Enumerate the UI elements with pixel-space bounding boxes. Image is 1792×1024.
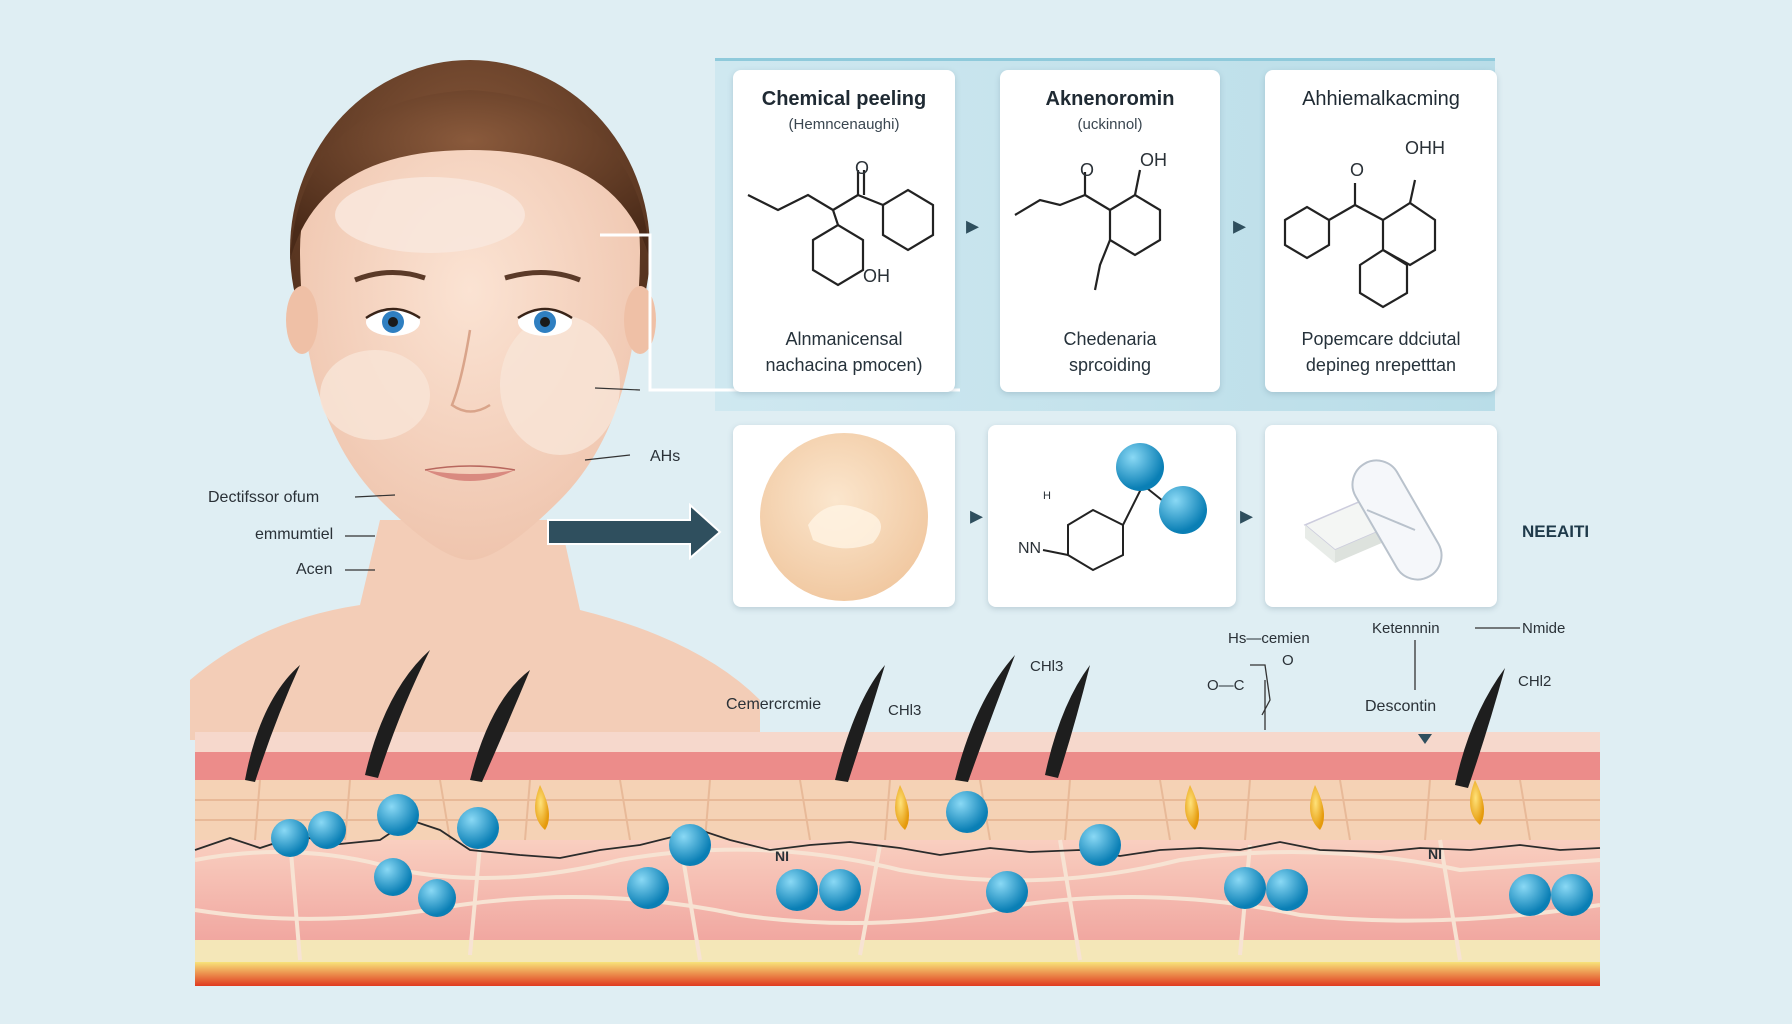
label-ch3-a: CHl3 [888,702,922,719]
label-o-c: O—C [1207,677,1245,694]
label-ch2: CHl2 [1518,673,1552,690]
label-face-1: Dectifssor ofum [208,489,320,506]
panel-molecule-spheres: NN H [988,425,1236,607]
molecule-label-h: H [1043,490,1051,502]
panel-ahhiemalkacming: Ahhiemalkacming O OHH Popemcare ddciutal… [1265,70,1497,392]
panel-title: Ahhiemalkacming [1302,88,1460,110]
panel-aknenoromin: Aknenoromin (uckinnol) O OH Chedenaria s… [1000,70,1220,392]
panel-caption-2: nachacina pmocen) [765,355,923,375]
panel-caption-1: Chedenaria [1063,329,1157,349]
panel-subtitle: (Hemncenaughi) [788,116,900,133]
molecule-structure-3 [1283,179,1437,309]
label-ni-right: NI [1428,846,1442,862]
ketone-label: O [1080,160,1095,180]
molecule-label-n: NN [1018,540,1042,557]
chevron-right-icon: ▸ [970,500,984,530]
chevron-right-icon: ▸ [966,210,980,240]
panel-title: Aknenoromin [1045,88,1175,110]
label-cemercme: Cemercrcmie [726,696,822,713]
chevron-right-icon: ▸ [1240,500,1254,530]
panel-chemical-peeling: Chemical peeling (Hemncenaughi) O OH Aln… [733,70,955,392]
panel-capsule [1265,425,1497,607]
panel-title: Chemical peeling [761,88,927,110]
label-o-top: O [1282,652,1294,669]
substituent-label: OH [863,266,890,286]
label-ketennin: Ketennnin [1372,620,1440,637]
panel-caption-1: Popemcare ddciutal [1301,329,1461,349]
label-face-3: Acen [296,561,333,578]
molecule-structure-2 [1014,169,1162,291]
substituent-label: OHH [1405,138,1445,158]
molecule-with-spheres [1042,443,1207,572]
chevron-right-icon: ▸ [1233,210,1247,240]
panel-cream [733,425,955,607]
cream-swatch [760,433,928,601]
panel-caption-2: sprcoiding [1068,355,1152,375]
ketone-label: O [1350,160,1365,180]
ketone-label: O [855,158,870,178]
side-label-neeaiti: NEEAITI [1522,522,1590,541]
panel-subtitle: (uckinnol) [1077,116,1143,133]
substituent-label: OH [1140,150,1167,170]
label-face-2: emmumtiel [255,526,334,543]
panel-caption-2: depineg nrepetttan [1305,355,1457,375]
label-descontin: Descontin [1365,698,1437,715]
capsule-icon [1303,459,1443,581]
label-ahs: AHs [650,448,681,465]
label-ni-left: NI [775,848,789,864]
label-hs-cemien: Hs—cemien [1228,630,1310,647]
molecule-structure-1 [747,170,935,287]
panel-caption-1: Alnmanicensal [785,329,903,349]
label-nmide: Nmide [1522,620,1566,637]
label-ch3-b: CHl3 [1030,658,1064,675]
